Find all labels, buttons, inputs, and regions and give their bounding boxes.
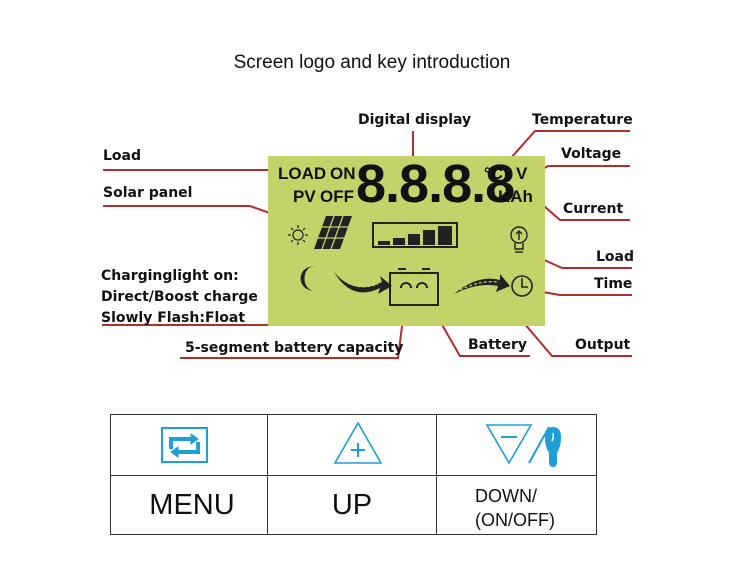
label-time: Time (594, 276, 633, 292)
lcd-screen: LOAD ON PV OFF 8.8.8.8 °C V KAh (268, 154, 545, 326)
down-onoff-icon (485, 424, 561, 467)
label-voltage: Voltage (561, 146, 622, 162)
lcd-off-text: OFF (320, 187, 354, 206)
page-title: Screen logo and key introduction (233, 52, 511, 73)
lcd-volt: V (516, 164, 528, 183)
label-charging-line2: Direct/Boost charge (101, 289, 258, 305)
label-battery: Battery (468, 337, 528, 353)
battery-capacity-icon (372, 222, 458, 248)
label-current: Current (563, 201, 624, 217)
lcd-kah: KAh (498, 187, 533, 206)
up-key-cell[interactable] (268, 415, 436, 475)
down-key-label-line1: DOWN/ (475, 486, 537, 506)
label-charging-line1: Charginglight on: (101, 268, 239, 284)
clock-icon (511, 275, 533, 297)
leader-temperature (501, 130, 630, 169)
lcd-digits: 8.8.8.8 (356, 154, 515, 214)
up-key-label: UP (331, 489, 373, 521)
key-table: MENU UP DOWN/ (ON/OFF) (110, 414, 597, 535)
moon-icon (300, 266, 316, 291)
label-battery-capacity: 5-segment battery capacity (185, 340, 404, 356)
lcd-on-text: ON (330, 164, 356, 183)
label-temperature: Temperature (532, 112, 633, 128)
menu-cycle-icon (161, 427, 208, 463)
menu-key-cell[interactable] (111, 415, 267, 475)
down-key-label-line2: (ON/OFF) (475, 510, 555, 530)
sun-icon (288, 225, 308, 245)
label-load-left: Load (103, 148, 142, 164)
down-key-cell[interactable] (437, 415, 597, 475)
lcd-pv-text: PV (293, 187, 316, 206)
charging-arrow-icon (334, 272, 392, 294)
lcd-celsius: °C (484, 164, 504, 183)
output-arrow-icon (454, 274, 510, 294)
menu-key-label: MENU (149, 489, 235, 521)
up-triangle-icon (333, 421, 383, 464)
bulb-icon (510, 226, 528, 253)
label-digital-display: Digital display (358, 112, 472, 128)
label-solar-panel: Solar panel (103, 185, 193, 201)
lcd-load-text: LOAD (278, 164, 327, 183)
label-output: Output (575, 337, 631, 353)
solar-panel-icon (314, 215, 352, 250)
battery-icon (389, 268, 439, 306)
label-charging-line3: Slowly Flash:Float (101, 310, 246, 326)
label-load-right: Load (596, 249, 635, 265)
